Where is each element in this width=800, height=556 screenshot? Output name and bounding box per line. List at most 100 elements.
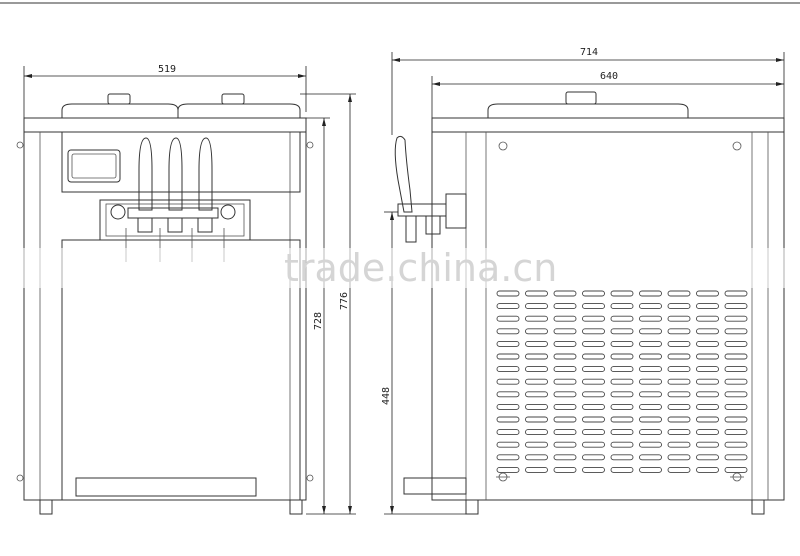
vent-slot [610,340,634,347]
vent-slot [553,429,577,436]
vent-slot [525,340,548,347]
side-handle[interactable] [394,135,413,213]
vent-slot [724,391,748,398]
front-head-panel [61,131,301,193]
left-handle[interactable] [138,137,153,211]
vent-slot [582,353,605,360]
vent-slot [496,290,520,297]
watermark-band [0,248,800,288]
vent-slot [724,366,748,373]
vent-slot [496,378,520,385]
vent-slot [724,303,748,310]
vent-slot [582,466,605,473]
vent-slot [696,353,719,360]
dim-front-height-total-label: 776 [339,292,350,310]
vent-slot [639,353,662,360]
vent-slot [496,315,520,322]
vent-slot [553,391,577,398]
side-nozzle-block [397,203,447,217]
vent-slot [582,303,605,310]
vent-slot [582,290,605,297]
vent-slot [582,441,605,448]
dim-front-height-body-label: 728 [313,312,324,330]
side-hopper-lid [487,103,689,118]
right-hopper-lid [177,103,301,118]
vent-slot [696,340,719,347]
vent-slot [639,403,662,410]
vent-slot [582,391,605,398]
vent-slot [610,303,634,310]
vent-slot [667,340,691,347]
dispensing-head [99,199,251,241]
vent-slot [610,290,634,297]
vent-slot [667,366,691,373]
vent-slot [667,353,691,360]
vent-slot [724,403,748,410]
vent-slot [553,403,577,410]
vent-slot [639,391,662,398]
vent-slot [667,466,691,473]
vent-slot [724,328,748,335]
right-handle[interactable] [198,137,213,211]
vent-slot [724,353,748,360]
vent-slot [582,429,605,436]
vent-slot [525,454,548,461]
front-view: 519 [16,64,356,515]
vent-slot [639,328,662,335]
vent-slot [667,403,691,410]
vent-slot [525,353,548,360]
dim-front-width: 519 [23,64,307,118]
right-lid-knob [221,93,245,105]
vent-slot [696,315,719,322]
vent-slot [639,454,662,461]
vent-slot [496,391,520,398]
vent-slot [525,328,548,335]
ventilation-grille [496,290,748,473]
vent-slot [553,416,577,423]
vent-slot [639,366,662,373]
vent-slot [610,429,634,436]
control-display [67,149,121,183]
vent-slot [610,416,634,423]
vent-slot [553,303,577,310]
drip-tray [75,477,257,497]
vent-slot [639,290,662,297]
vent-slot [639,340,662,347]
vent-slot [610,353,634,360]
side-drip-tray [403,477,467,495]
vent-slot [553,466,577,473]
side-view: 714 640 [381,47,785,515]
vent-slot [582,454,605,461]
vent-slot [724,466,748,473]
vent-slot [667,328,691,335]
middle-spout [167,217,183,233]
vent-slot [582,340,605,347]
right-nozzle-cap [220,204,236,220]
vent-slot [582,366,605,373]
dim-side-width-total-label: 714 [580,47,598,58]
vent-slot [553,328,577,335]
vent-slot [667,454,691,461]
vent-slot [496,328,520,335]
vent-slot [553,290,577,297]
front-top-plate [23,117,307,133]
vent-slot [496,454,520,461]
vent-slot [525,403,548,410]
vent-slot [553,340,577,347]
vent-slot [496,340,520,347]
dim-side-width-body-label: 640 [600,71,618,82]
vent-slot [667,290,691,297]
middle-handle[interactable] [168,137,183,211]
side-spout [405,215,417,243]
vent-slot [582,328,605,335]
vent-slot [496,403,520,410]
vent-slot [724,441,748,448]
front-outer-body [23,131,307,501]
vent-slot [696,416,719,423]
vent-slot [724,315,748,322]
vent-slot [582,403,605,410]
side-valve [425,215,441,235]
vent-slot [496,441,520,448]
vent-slot [696,328,719,335]
